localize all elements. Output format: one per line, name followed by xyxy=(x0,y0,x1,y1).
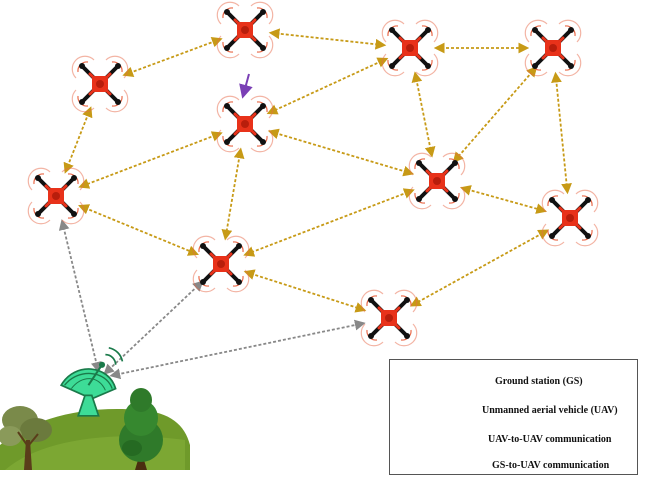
uav-drone-icon xyxy=(407,151,467,211)
uav-link-arrow xyxy=(243,188,415,257)
uav-link-arrow xyxy=(243,269,367,313)
ground-station-icon xyxy=(60,346,124,417)
uav-drone-icon xyxy=(540,188,600,248)
uav-link-arrow xyxy=(266,57,389,115)
uav-link-arrow xyxy=(122,37,223,77)
uav-link-arrow xyxy=(221,147,245,241)
uav-link-arrow xyxy=(63,106,93,174)
gs-link-arrow xyxy=(109,319,366,380)
ground-scenery xyxy=(0,388,190,470)
uav-drone-icon xyxy=(380,18,440,78)
directed-links-layer xyxy=(239,73,253,99)
gs-link-arrow xyxy=(58,219,102,373)
bush-left-icon xyxy=(0,406,52,470)
uav-drone-icon xyxy=(359,288,419,348)
uav-link-arrow xyxy=(411,71,436,158)
uav-drone-icon xyxy=(215,94,275,154)
gs-links-layer xyxy=(58,219,366,380)
uav-link-arrow xyxy=(409,229,550,307)
uav-links-layer xyxy=(63,28,572,313)
uav-link-arrow xyxy=(78,204,199,256)
legend-uav-label: Unmanned aerial vehicle (UAV) xyxy=(482,405,618,416)
uav-link-arrow xyxy=(268,28,387,50)
legend-uav-link-label: UAV-to-UAV communication xyxy=(488,434,612,445)
uav-drone-icon xyxy=(523,18,583,78)
pine-tree-icon xyxy=(119,388,163,470)
uav-drone-icon xyxy=(70,54,130,114)
legend xyxy=(389,359,638,475)
legend-gs-link-label: GS-to-UAV communication xyxy=(492,460,610,471)
directed-move-arrow xyxy=(239,73,253,99)
uav-link-arrow xyxy=(551,71,572,195)
uav-link-arrow xyxy=(78,131,223,189)
uav-drone-icon xyxy=(215,0,275,60)
uav-drone-icon xyxy=(26,166,86,226)
uav-link-arrow xyxy=(452,65,538,164)
uav-link-arrow xyxy=(267,128,415,177)
legend-ground-station-label: Ground station (GS) xyxy=(495,376,583,387)
uav-link-arrow xyxy=(459,185,548,214)
uav-drone-icon xyxy=(191,234,251,294)
